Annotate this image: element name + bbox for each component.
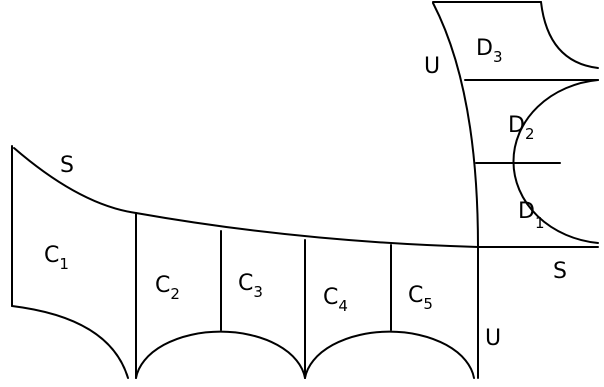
label-d1: D1 <box>518 199 545 232</box>
arc-c1-bottom <box>11 305 129 379</box>
label-u-bottom: U <box>485 326 501 351</box>
label-c2: C2 <box>155 273 180 303</box>
label-c4: C4 <box>323 285 348 315</box>
arc-d3-right <box>540 1 599 69</box>
label-d2: D2 <box>508 113 535 143</box>
arc-bottom-1 <box>135 330 306 379</box>
curve-s-left <box>13 147 479 248</box>
label-c3: C3 <box>238 271 263 301</box>
label-c1: C1 <box>44 243 69 273</box>
label-u-top: U <box>424 54 440 79</box>
label-s-left: S <box>60 153 74 178</box>
label-d3: D3 <box>476 36 503 66</box>
arc-bottom-2 <box>304 330 475 379</box>
label-s-right: S <box>553 259 567 284</box>
arc-right <box>512 79 599 244</box>
label-c5: C5 <box>408 283 433 313</box>
curve-u <box>432 2 479 379</box>
